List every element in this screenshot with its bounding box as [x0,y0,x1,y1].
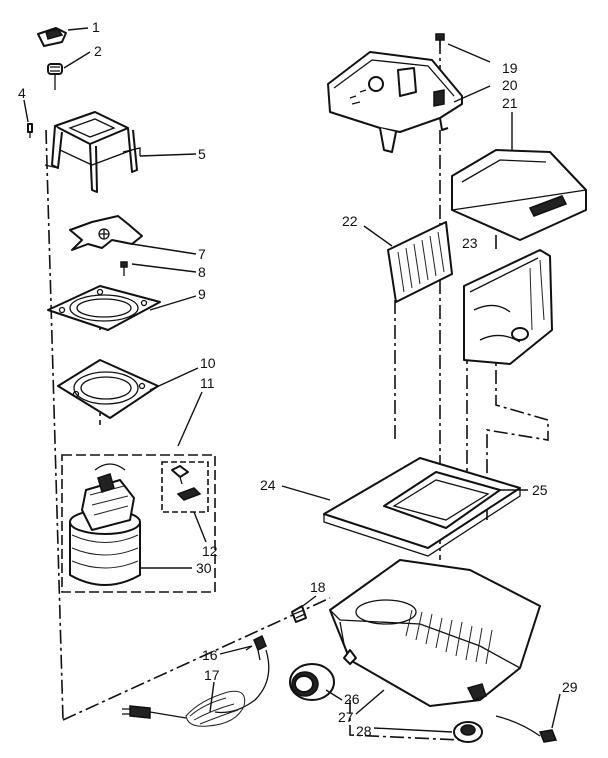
callout-9: 9 [198,286,206,302]
callout-24: 24 [260,477,276,493]
base-axis-line [349,700,461,741]
callout-22: 22 [342,213,358,229]
callout-5: 5 [198,146,206,162]
part-7-plate [69,215,143,251]
part-22-filter-grille [387,221,453,303]
callout-18: 18 [310,579,326,595]
callout-labels: 1 2 4 5 7 8 9 10 11 12 16 17 18 19 20 21… [18,19,578,739]
part-1-switch [37,27,67,47]
part-16-clip [245,634,267,661]
part-8-screw [120,261,128,276]
callout-19: 19 [502,60,518,76]
part-18-strain-relief [291,605,307,623]
left-assembly-line [45,129,64,721]
callout-10: 10 [200,355,216,371]
part-30-motor [69,463,141,586]
callout-11: 11 [200,375,215,391]
callout-4: 4 [18,85,26,101]
callout-27: 27 [338,709,354,725]
part-10-gasket [57,359,159,419]
callout-16: 16 [202,647,218,663]
callout-30: 30 [196,560,212,576]
part-9-gasket [47,285,161,331]
part-17-cord [122,649,270,727]
part-26-wheel [289,663,335,701]
callout-25: 25 [532,482,548,498]
callout-2: 2 [94,43,102,59]
callout-21: 21 [502,95,518,111]
part-21-lid-cover [451,149,587,241]
part-28-caster [453,721,483,743]
callout-8: 8 [198,264,206,280]
part-19-screw [435,33,445,48]
part-2-connector [47,63,63,90]
callout-20: 20 [502,77,518,93]
callout-23: 23 [462,235,478,251]
leader-lines [23,27,561,733]
callout-12: 12 [202,543,218,559]
callout-7: 7 [198,246,206,262]
cover-axis-line [486,235,549,520]
callout-17: 17 [204,667,220,683]
callout-28: 28 [356,723,372,739]
part-5-bracket [44,111,141,193]
part-27-base-body [329,559,541,707]
part-12-brushes [171,465,202,501]
callout-1: 1 [92,19,100,35]
part-29-cord-hook [495,715,558,743]
part-23-dust-bag [463,249,553,365]
part-20-top-housing [327,51,463,153]
cord-assembly-line [62,597,331,721]
callout-29: 29 [562,679,578,695]
part-11-group-box [61,454,216,593]
part-4-screw [27,123,33,138]
callout-26: 26 [344,691,360,707]
part-12-brush-box [161,461,209,513]
